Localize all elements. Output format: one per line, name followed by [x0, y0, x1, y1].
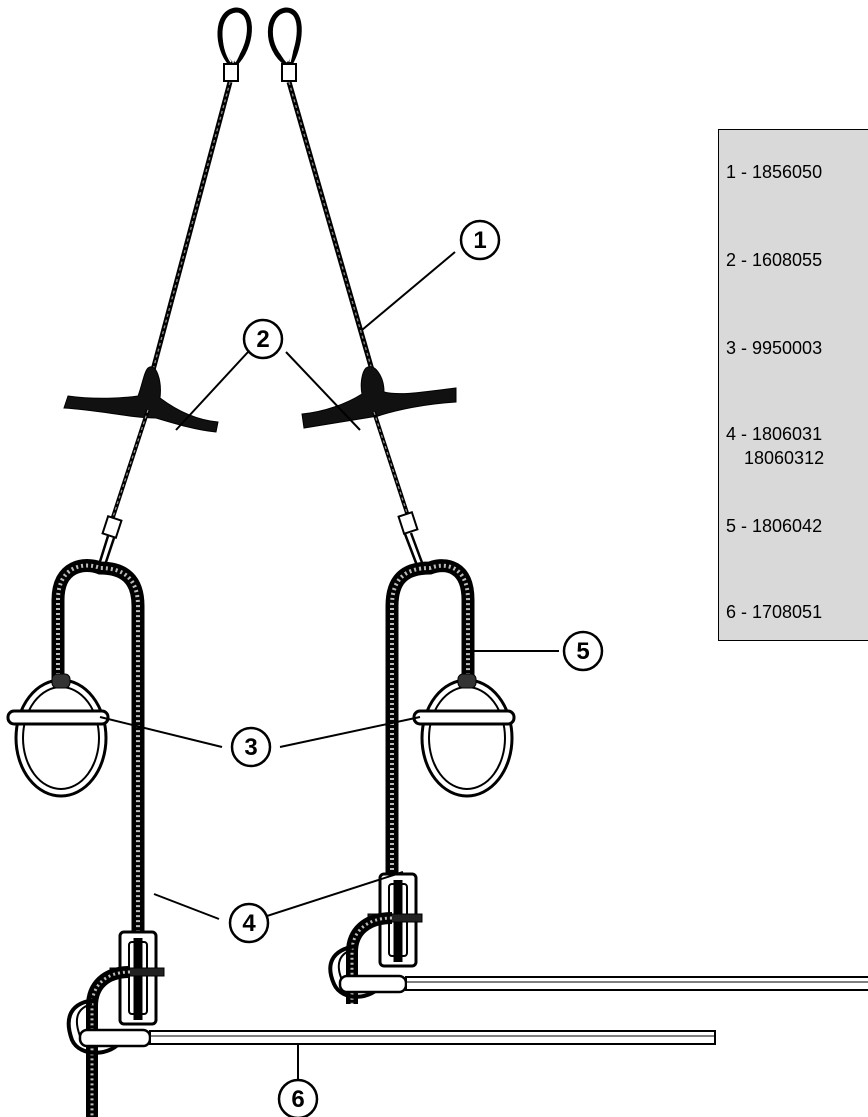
callout-number-5: 5	[576, 638, 589, 665]
leader-line-5	[279, 716, 421, 748]
leader-line-6	[153, 893, 220, 920]
right-stirrup-bar	[412, 709, 516, 726]
callout-number-6: 6	[291, 1086, 304, 1113]
callout-circle-2	[242, 318, 284, 360]
right-lower-strap	[346, 912, 393, 1004]
legend-item-4: 4 - 1806031 18060312	[726, 422, 824, 470]
right-ferrule-top	[281, 63, 297, 82]
right-loop-eye	[267, 7, 302, 67]
legend-item-5: 5 - 1806042	[726, 516, 823, 536]
leader-line-2	[175, 351, 249, 431]
right-thimble-ferrule	[338, 974, 408, 994]
left-rod	[149, 1030, 716, 1045]
legend-item-6: 6 - 1708051	[726, 602, 823, 622]
left-thimble-ferrule	[78, 1028, 152, 1048]
callout-circle-5	[562, 630, 604, 672]
legend-item-3: 3 - 9950003	[726, 338, 823, 358]
callout-number-1: 1	[473, 227, 486, 254]
right-ferrule-mid	[397, 511, 419, 535]
right-rod	[405, 976, 868, 991]
leader-line-3	[285, 351, 361, 431]
right-stirrup-ring	[420, 678, 514, 798]
left-stirrup-bar	[6, 709, 110, 726]
left-stirrup-ring	[14, 678, 108, 798]
callout-circle-4	[228, 902, 270, 944]
left-lower-strap	[86, 966, 131, 1117]
left-ferrule-top	[223, 63, 239, 82]
left-handle	[63, 366, 219, 433]
parts-legend: 1 - 1856050 2 - 1608055 3 - 9950003 4 - …	[718, 129, 868, 641]
left-loop-eye	[217, 7, 252, 66]
right-thimble	[328, 944, 384, 999]
callout-circle-1	[459, 219, 501, 261]
legend-item-4-continuation: 18060312	[744, 448, 825, 468]
leader-line-1	[361, 251, 456, 331]
callout-circle-6	[277, 1078, 319, 1117]
legend-item-4-label: 4 - 1806031	[726, 424, 823, 444]
right-handle	[301, 366, 457, 429]
legend-item-1: 1 - 1856050	[726, 162, 823, 182]
legend-item-2: 2 - 1608055	[726, 250, 823, 270]
callout-number-3: 3	[244, 734, 257, 761]
leader-line-4	[99, 716, 223, 748]
left-ferrule-mid	[101, 515, 123, 539]
left-thimble	[66, 998, 124, 1055]
callout-number-2: 2	[256, 326, 269, 353]
callout-number-4: 4	[242, 910, 256, 937]
callout-circle-3	[230, 726, 272, 768]
